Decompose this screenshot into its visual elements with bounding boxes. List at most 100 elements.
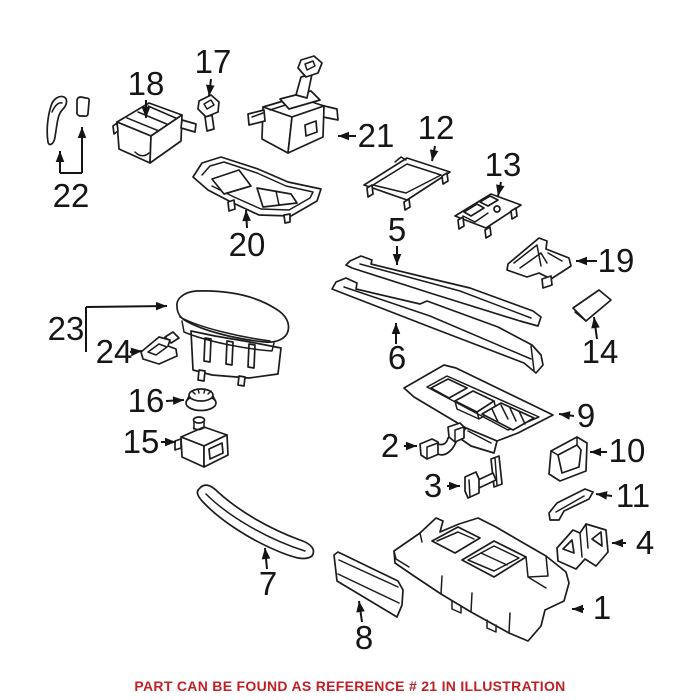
part-12-storage-tray-shape xyxy=(441,172,449,185)
ref-label-22: 22 xyxy=(53,177,90,214)
callout-7: 7 xyxy=(259,547,277,602)
part-8-side-panel xyxy=(333,551,404,618)
part-24-latch-shape xyxy=(147,343,168,356)
part-12-storage-tray-shape xyxy=(366,184,374,198)
part-23-armrest-shape xyxy=(197,369,206,382)
part-13-trim-plate-shape xyxy=(462,212,489,223)
part-1-console-body-shape xyxy=(440,575,511,634)
ref-label-15: 15 xyxy=(123,423,160,460)
part-11-strip-shape xyxy=(548,488,594,521)
part-18-switch-unit-shape xyxy=(149,114,183,164)
part-18-switch-unit-shape xyxy=(180,119,197,133)
callout-18: 18 xyxy=(128,65,164,118)
part-9-console-frame-shape xyxy=(481,402,535,431)
ref-label-3: 3 xyxy=(424,467,442,504)
part-20-trim-panel-shape xyxy=(227,199,236,212)
part-18-switch-unit-shape xyxy=(137,111,170,126)
part-16-knob xyxy=(185,388,217,412)
arrowhead-icon xyxy=(496,184,505,196)
part-12-storage-tray-shape xyxy=(394,156,407,163)
callout-11: 11 xyxy=(595,477,650,514)
part-12-storage-tray-shape xyxy=(363,157,451,201)
arrowhead-icon xyxy=(242,210,251,222)
part-19-bracket-shape xyxy=(513,244,563,269)
part-3-bracket-shape xyxy=(468,479,471,498)
part-15-switch-shape xyxy=(192,416,206,424)
arrowhead-icon xyxy=(406,441,417,451)
part-23-armrest xyxy=(176,290,290,387)
ref-label-7: 7 xyxy=(259,565,277,602)
part-23-armrest-shape xyxy=(179,316,271,342)
ref-label-16: 16 xyxy=(128,382,165,419)
part-9-console-frame-shape xyxy=(426,375,540,431)
part-21-gear-selector-switch-shape xyxy=(297,55,323,78)
callout-14: 14 xyxy=(582,316,618,370)
part-14-pad-shape xyxy=(574,311,587,322)
part-11-strip-shape xyxy=(555,495,585,513)
arrowhead-icon xyxy=(77,127,87,138)
callout-23-shape xyxy=(85,305,168,308)
callout-12: 12 xyxy=(418,109,454,162)
part-13-trim-plate-shape xyxy=(493,205,501,213)
caption: PART CAN BE FOUND AS REFERENCE # 21 IN I… xyxy=(134,678,566,694)
part-13-trim-plate-shape xyxy=(484,226,492,239)
part-12-storage-tray xyxy=(363,156,451,211)
part-22-trim-pieces-shape xyxy=(46,95,68,146)
part-3-bracket-shape xyxy=(464,471,480,499)
part-7-side-trim xyxy=(196,484,315,560)
part-1-console-body-shape xyxy=(486,619,497,633)
part-17-clip-shape xyxy=(197,94,220,118)
callout-13: 13 xyxy=(485,146,521,197)
ref-label-21: 21 xyxy=(358,117,395,154)
ref-label-19: 19 xyxy=(598,242,635,279)
part-21-gear-selector-switch xyxy=(247,55,339,154)
part-23-armrest-shape xyxy=(225,340,234,366)
callout-4: 4 xyxy=(612,524,654,561)
part-12-storage-tray-shape xyxy=(372,163,442,194)
arrowhead-icon xyxy=(356,601,365,613)
ref-label-5: 5 xyxy=(388,211,406,248)
callout-23: 23 xyxy=(48,301,168,352)
part-6-trim-strip-lower-shape xyxy=(530,345,535,371)
callout-1: 1 xyxy=(572,589,611,626)
arrowhead-icon xyxy=(590,447,601,457)
part-17-clip xyxy=(197,94,220,132)
arrowhead-icon xyxy=(338,131,349,141)
arrowhead-icon xyxy=(206,84,215,96)
callout-5: 5 xyxy=(388,211,406,265)
arrowhead-icon xyxy=(130,347,142,357)
part-20-trim-panel xyxy=(192,156,322,224)
part-9-console-frame-shape xyxy=(491,404,526,425)
arrowhead-icon xyxy=(591,317,600,329)
part-2-bracket-shape xyxy=(447,422,465,443)
part-1-console-body-shape xyxy=(431,526,481,554)
part-9-console-frame xyxy=(403,364,554,454)
ref-label-2: 2 xyxy=(381,427,399,464)
part-21-gear-selector-switch-shape xyxy=(304,120,318,137)
part-1-console-body-shape xyxy=(451,600,462,614)
part-4-bracket-shape xyxy=(591,531,603,547)
part-16-knob-shape xyxy=(185,395,217,403)
callout-22: 22 xyxy=(53,127,90,214)
part-10-frame-shape xyxy=(557,444,582,474)
part-21-gear-selector-switch-shape xyxy=(304,60,316,71)
ref-label-17: 17 xyxy=(195,43,232,80)
arrowhead-icon xyxy=(172,396,184,405)
part-1-console-body-shape xyxy=(480,552,508,566)
part-4-bracket-shape xyxy=(562,539,575,554)
part-18-switch-unit-shape xyxy=(134,151,150,157)
part-18-switch-unit xyxy=(112,102,197,164)
callout-8: 8 xyxy=(355,600,373,656)
part-4-bracket-shape xyxy=(556,523,609,570)
ref-label-9: 9 xyxy=(577,397,595,434)
part-20-trim-panel-shape xyxy=(283,213,291,224)
ref-label-20: 20 xyxy=(229,226,266,263)
part-23-armrest-shape xyxy=(237,375,246,387)
part-16-knob-shape xyxy=(188,388,214,402)
part-19-bracket xyxy=(506,237,572,289)
arrowhead-icon xyxy=(559,411,571,420)
part-2-bracket-shape xyxy=(419,438,440,460)
part-2-bracket-shape xyxy=(426,442,439,459)
part-11-strip xyxy=(548,488,594,521)
